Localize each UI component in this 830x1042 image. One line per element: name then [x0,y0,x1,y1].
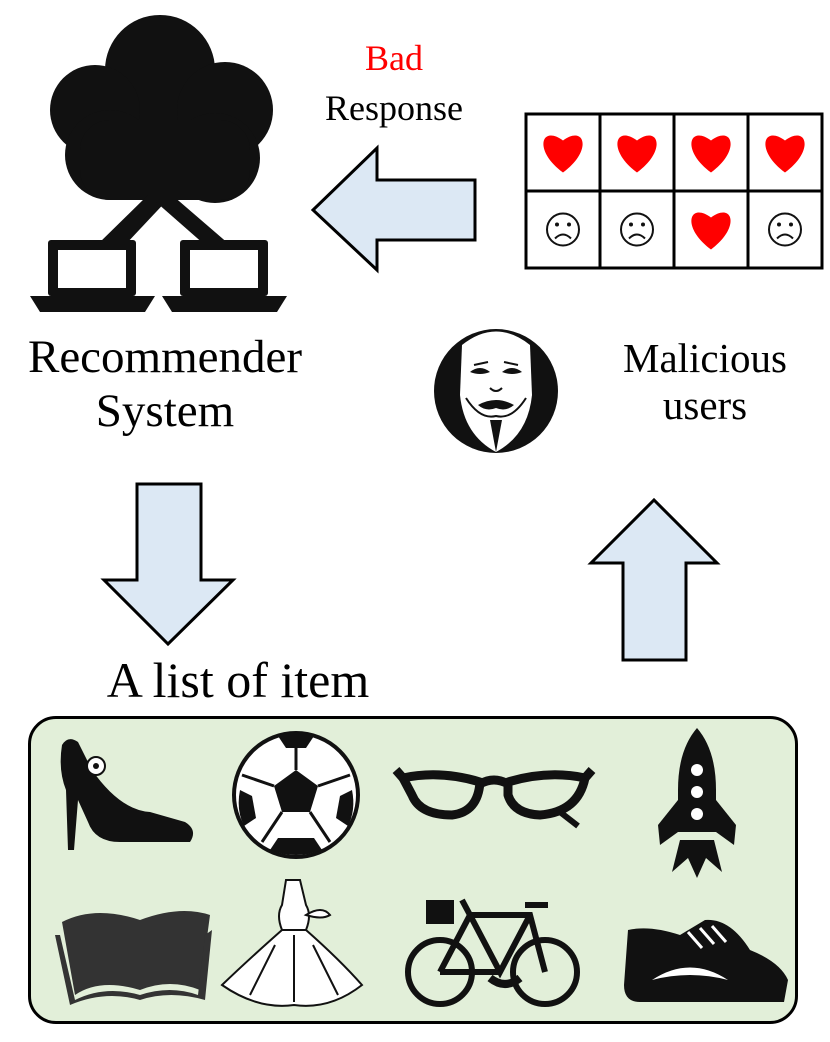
glasses-icon [392,767,596,829]
response-arrow [310,144,477,274]
system-label: Recommender System [27,331,303,438]
recommend-arrow [100,482,237,647]
soccer-ball-icon [232,731,360,859]
open-book-icon [55,911,212,1005]
rocket-icon [658,728,736,878]
frown-icon [768,212,802,247]
anonymous-mask-icon [434,329,558,453]
bicycle-icon [405,898,580,1007]
frown-icon [620,212,654,247]
dress-icon [220,879,364,1007]
heart-icon [765,135,805,173]
heart-icon [617,135,657,173]
frown-icon [546,212,580,247]
heart-icon [543,135,583,173]
sneaker-icon [624,919,788,1002]
heart-icon [691,212,731,250]
list-label: A list of item [106,652,370,708]
interact-arrow [587,497,721,662]
users-label: Malicious users [623,335,787,429]
cloud-network-icon [30,15,287,312]
high-heel-shoe-icon [60,739,194,850]
bad-label: Bad [365,38,423,78]
rating-grid [524,112,824,270]
heart-icon [691,135,731,173]
response-label: Response [325,88,463,128]
